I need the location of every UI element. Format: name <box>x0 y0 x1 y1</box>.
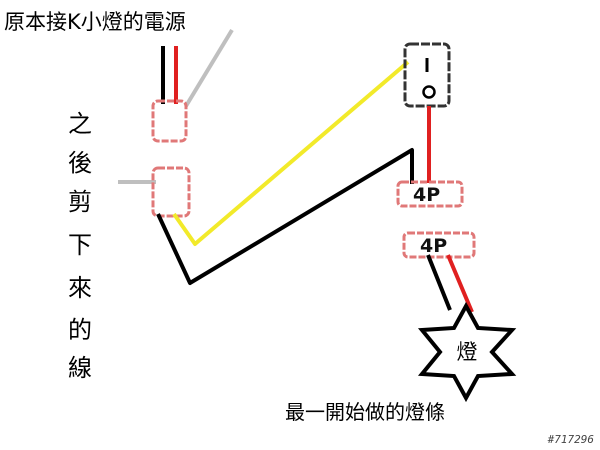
side-label-char: 來 <box>68 274 92 302</box>
power-connector-lower <box>151 166 191 218</box>
side-label-char: 下 <box>68 231 92 259</box>
side-label-char: 線 <box>68 354 92 382</box>
title-pointer-line <box>184 28 234 108</box>
power-connector-upper <box>151 99 188 143</box>
title-label: 原本接K小燈的電源 <box>4 10 186 34</box>
connector-4p-upper-label: 4P <box>413 184 441 206</box>
side-label-char: 的 <box>68 316 92 344</box>
black-wire <box>156 148 414 285</box>
connector-4p-upper <box>396 180 464 208</box>
side-label-char: 剪 <box>68 188 92 216</box>
connector-4p-lower <box>402 231 476 259</box>
connector-4p-lower-label: 4P <box>420 235 448 257</box>
switch-off-mark-icon <box>422 85 436 99</box>
signature: #717296 <box>547 433 594 446</box>
side-label-char: 後 <box>68 149 92 177</box>
lamp-strip-label: 最一開始做的燈條 <box>285 400 445 424</box>
yellow-wire <box>172 60 410 246</box>
lamp-wire-black <box>426 254 452 311</box>
lamp-wire-red <box>446 254 474 313</box>
lamp-star-icon <box>417 301 517 403</box>
side-label-char: 之 <box>68 110 92 138</box>
lamp-label: 燈 <box>456 340 478 364</box>
